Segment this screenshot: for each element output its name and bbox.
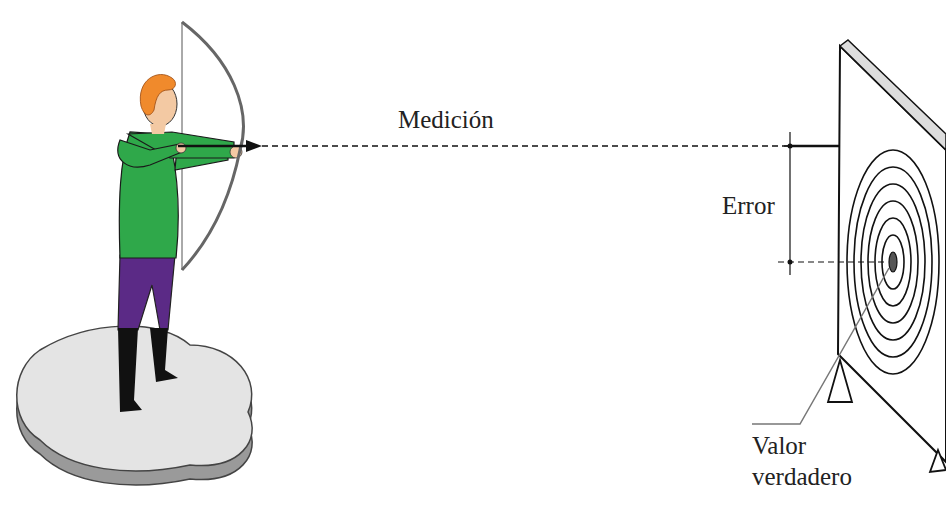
platform bbox=[17, 326, 252, 485]
measurement-label: Medición bbox=[398, 104, 494, 135]
error-dimension bbox=[778, 132, 888, 275]
true-value-label: Valor verdadero bbox=[752, 430, 872, 493]
error-label: Error bbox=[722, 190, 775, 221]
target bbox=[828, 40, 946, 472]
archer-figure bbox=[118, 22, 262, 412]
leader-line bbox=[752, 268, 889, 424]
flight-line bbox=[262, 145, 790, 147]
